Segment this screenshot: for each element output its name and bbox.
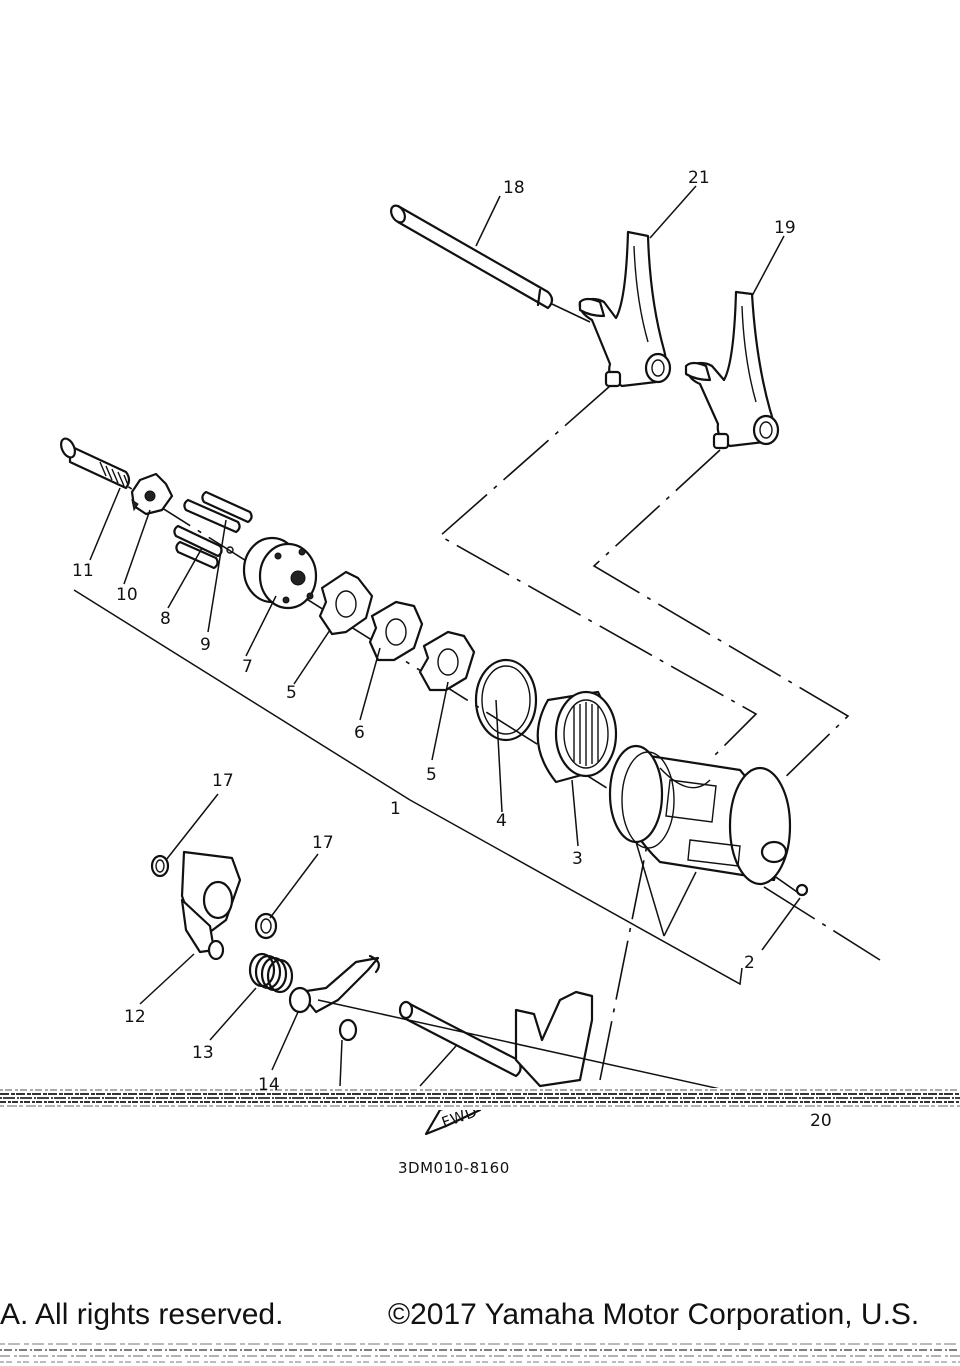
callout-8: 8 bbox=[160, 609, 171, 629]
circlip bbox=[474, 658, 538, 742]
assembly-phantom-lines bbox=[69, 385, 881, 1081]
callout-1: 1 bbox=[390, 799, 401, 819]
footer-scan-noise bbox=[0, 1343, 960, 1363]
shift-cam-drum bbox=[608, 744, 809, 897]
callout-20: 20 bbox=[810, 1111, 832, 1131]
callout-2: 2 bbox=[744, 953, 755, 973]
callout-4: 4 bbox=[496, 811, 507, 831]
shift-cam-segment bbox=[242, 536, 318, 610]
footer-rights-reserved: A. All rights reserved. bbox=[0, 1298, 284, 1331]
callout-18: 18 bbox=[503, 178, 525, 198]
stopper-plate bbox=[130, 472, 174, 516]
callout-21: 21 bbox=[688, 168, 710, 188]
stopper-plates bbox=[318, 570, 476, 692]
callout-6: 6 bbox=[354, 723, 365, 743]
callout-10: 10 bbox=[116, 585, 138, 605]
callout-11: 11 bbox=[72, 561, 94, 581]
drawing-code: 3DM010-8160 bbox=[398, 1159, 510, 1177]
callout-13: 13 bbox=[192, 1043, 214, 1063]
scan-noise-band bbox=[0, 1088, 960, 1110]
shift-fork-21 bbox=[578, 230, 672, 388]
callout-9: 9 bbox=[200, 635, 211, 655]
callout-5-b: 5 bbox=[426, 765, 437, 785]
shift-lever-assembly bbox=[150, 850, 278, 961]
shift-fork-19 bbox=[684, 290, 780, 450]
callout-17-b: 17 bbox=[312, 833, 334, 853]
callout-14: 14 bbox=[258, 1075, 280, 1095]
callout-numbers: 18 21 19 11 10 8 9 7 5 6 5 1 4 3 2 17 17… bbox=[72, 168, 832, 1131]
callout-17-a: 17 bbox=[212, 771, 234, 791]
shift-lever-spring bbox=[248, 952, 294, 994]
segment-bolt bbox=[60, 437, 131, 490]
shift-fork-guide-bar bbox=[390, 204, 591, 323]
callout-19: 19 bbox=[774, 218, 796, 238]
footer-copyright: ©2017 Yamaha Motor Corporation, U.S. bbox=[388, 1298, 920, 1331]
callout-5-a: 5 bbox=[286, 683, 297, 703]
callout-leader-lines bbox=[73, 185, 801, 1087]
callout-7: 7 bbox=[242, 657, 253, 677]
callout-3: 3 bbox=[572, 849, 583, 869]
bearing bbox=[536, 690, 618, 784]
shift-shaft bbox=[288, 954, 807, 1109]
callout-12: 12 bbox=[124, 1007, 146, 1027]
